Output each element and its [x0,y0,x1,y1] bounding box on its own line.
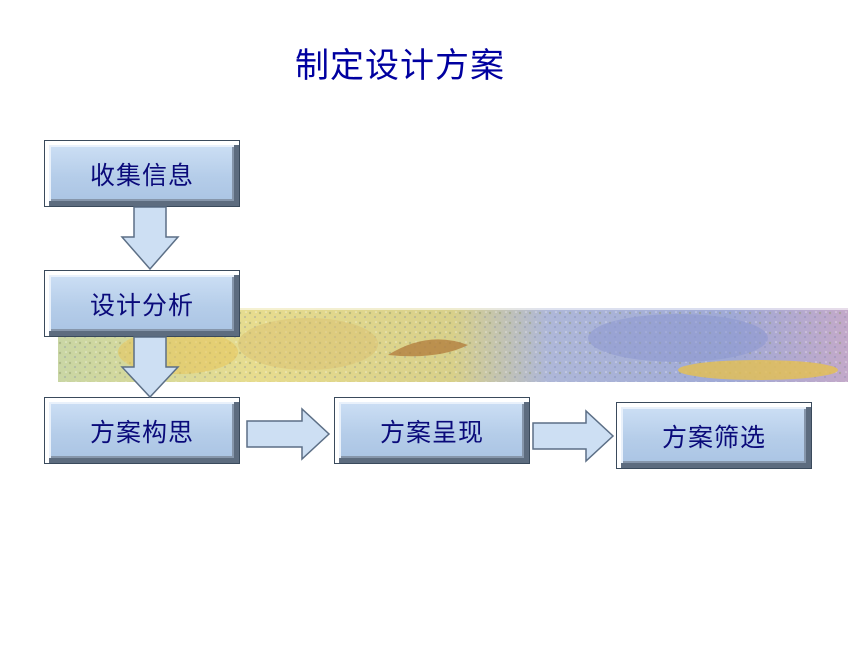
arrow-right-1 [246,407,331,461]
slide-title: 制定设计方案 [295,46,505,86]
step-present: 方案呈现 [334,397,530,464]
arrow-down-2 [120,336,180,399]
arrow-right-2 [532,409,615,463]
step-design-analysis: 设计分析 [44,270,240,337]
step-collect-info: 收集信息 [44,140,240,207]
arrow-down-1 [120,206,180,271]
decorative-leaf-banner [58,300,848,382]
step-filter: 方案筛选 [616,402,812,469]
step-concept: 方案构思 [44,397,240,464]
